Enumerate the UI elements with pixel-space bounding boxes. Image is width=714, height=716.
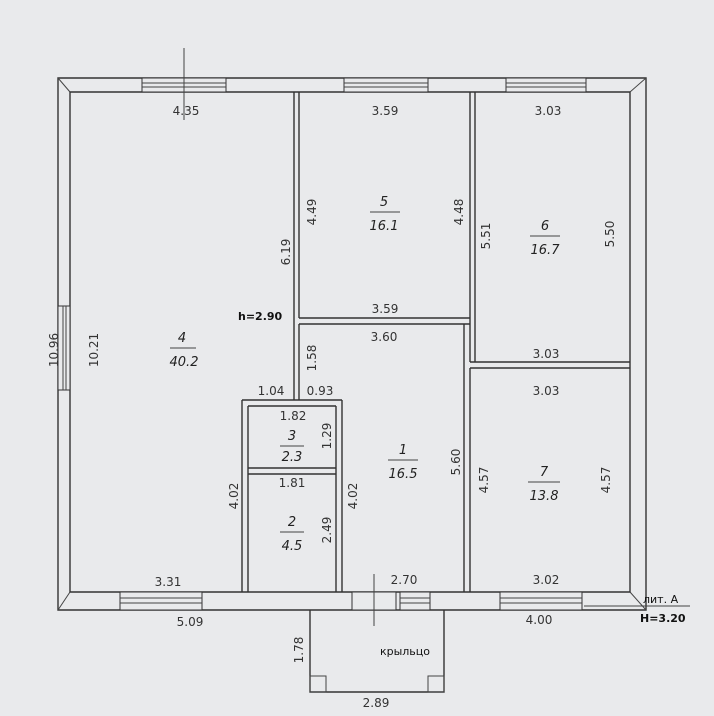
room-2-number: 2 [288,515,296,530]
dim-room1-right: 5.60 [449,449,463,476]
room-3-number: 3 [288,429,296,444]
dim-top-6: 3.03 [535,104,562,118]
dim-room4-right: 6.19 [279,239,293,266]
dim-top-5: 3.59 [372,104,399,118]
dim-room5-left: 4.49 [305,199,319,226]
dim-room3-right: 1.29 [320,423,334,450]
dimensions-vertical: 10.96 10.21 6.19 4.49 4.48 5.51 5.50 1.5… [47,199,617,664]
windows [57,77,587,611]
dim-porch-height: 1.78 [292,637,306,664]
room-7-number: 7 [540,465,549,480]
window-bottom-room7 [499,591,583,611]
dim-room6-left: 5.51 [479,223,493,250]
outer-walls [57,77,647,611]
dim-room6-bottom: 3.03 [533,347,560,361]
entrance-door [183,48,397,626]
window-left-room4 [57,305,71,391]
room-2: 2 4.5 [280,515,304,554]
room-5-area: 16.1 [370,219,399,234]
dim-room1-left-lower: 4.02 [346,483,360,510]
dim-outer-bottom-right: 4.00 [526,613,553,627]
room-4: 4 40.2 [170,331,199,370]
dim-room2-right: 2.49 [320,517,334,544]
window-bottom-room1 [399,591,431,611]
room-1-number: 1 [399,443,407,458]
ceiling-height-label: h=2.90 [238,310,283,323]
room-7: 7 13.8 [528,465,560,504]
room-1-area: 16.5 [389,467,418,482]
room-6: 6 16.7 [530,219,560,258]
lit-label: лит. А [643,593,679,606]
dim-corridor-left-top: 1.04 [258,384,285,398]
dim-room1-bottom: 2.70 [391,573,418,587]
room-3-area: 2.3 [282,450,303,465]
dim-outer-bottom-left: 5.09 [177,615,204,629]
dim-room4-bottom: 3.31 [155,575,182,589]
room-4-number: 4 [178,331,186,346]
room-7-area: 13.8 [530,489,559,504]
dim-top-4: 4.35 [173,104,200,118]
dim-room1-left-upper: 1.58 [305,345,319,372]
dim-porch-width: 2.89 [363,696,390,710]
dim-room23-left: 4.02 [227,483,241,510]
interior-walls [241,92,630,592]
dim-room5-right: 4.48 [452,199,466,226]
room-6-area: 16.7 [531,243,561,258]
dim-room1-top: 3.60 [371,330,398,344]
window-top-room5 [343,77,429,93]
room-4-area: 40.2 [170,355,199,370]
dim-room6-right: 5.50 [603,221,617,248]
dim-room3-top: 1.82 [280,409,307,423]
porch [309,610,445,693]
room-6-number: 6 [541,219,549,234]
porch-label: крыльцо [380,645,430,658]
dim-room7-right: 4.57 [599,467,613,494]
labels: h=2.90 крыльцо лит. А H=3.20 [238,310,686,658]
dim-room7-bottom: 3.02 [533,573,560,587]
dim-room7-top: 3.03 [533,384,560,398]
room-2-area: 4.5 [282,539,303,554]
dim-room1-left-mid: 0.93 [307,384,334,398]
dim-room7-left: 4.57 [477,467,491,494]
outer-height-label: H=3.20 [640,612,686,625]
dimensions-horizontal: 4.35 3.59 3.03 3.59 3.60 3.03 3.03 1.04 … [155,104,562,710]
room-5-number: 5 [380,195,388,210]
dim-room2-top: 1.81 [279,476,306,490]
dim-room5-bottom: 3.59 [372,302,399,316]
window-bottom-room4 [119,591,203,611]
window-top-room6 [505,77,587,93]
room-5: 5 16.1 [370,195,400,234]
room-1: 1 16.5 [388,443,418,482]
dim-outer-left: 10.96 [47,333,61,367]
dim-room4-left: 10.21 [87,333,101,367]
room-3: 3 2.3 [280,429,304,465]
